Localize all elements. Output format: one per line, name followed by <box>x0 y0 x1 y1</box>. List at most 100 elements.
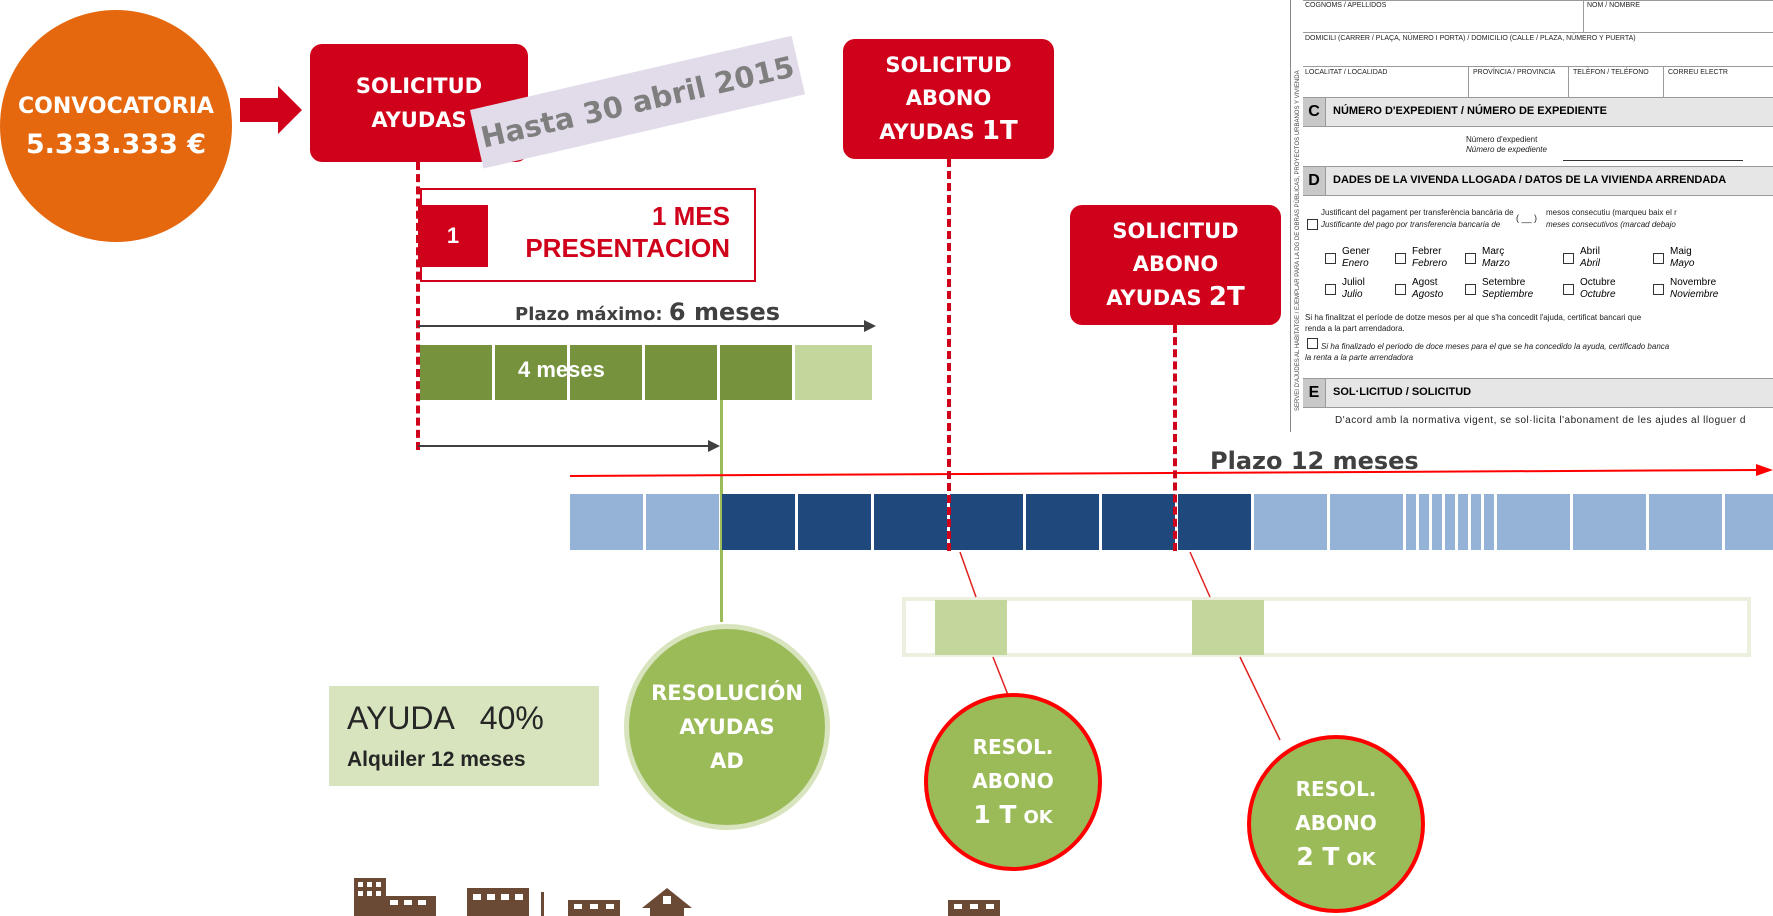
timeline-segment <box>798 494 871 550</box>
solicitud-abono-2t-box: SOLICITUD ABONO AYUDAS 2T <box>1070 205 1281 325</box>
solicitud-abono-2t-line3: AYUDAS <box>1106 286 1202 310</box>
form-finalizado-es-1: Si ha finalizado el periodo de doce mese… <box>1321 342 1670 351</box>
solicitud-abono-2t-line1: SOLICITUD <box>1112 219 1239 243</box>
timeline-segment <box>1649 494 1722 550</box>
resol-1t-line2: ABONO <box>972 768 1054 793</box>
arrow-to-solicitud <box>240 86 302 134</box>
form-section-d: D DADES DE LA VIVENDA LLOGADA / DATOS DE… <box>1303 166 1773 196</box>
ayuda-box: AYUDA 40% Alquiler 12 meses <box>329 686 599 786</box>
form-justificant-ca: Justificant del pagament per transferènc… <box>1321 208 1514 217</box>
house-icon <box>642 888 692 916</box>
resol-1t-line1: RESOL. <box>972 734 1054 759</box>
resolucion-line3: AD <box>710 749 744 773</box>
solicitud-2t-dashed-line <box>1173 325 1177 551</box>
convocatoria-title: CONVOCATORIA <box>18 94 214 119</box>
form-finalizado-es-2: la renta a la parte arrendadora <box>1305 353 1414 362</box>
month-segment <box>795 345 872 400</box>
form-expedient-es: Número de expediente <box>1466 145 1547 154</box>
mes-presentacion-line2: PRESENTACION <box>525 233 730 263</box>
plazo-12-arrow <box>570 464 1773 477</box>
form-finalitzat-ca-1: Si ha finalitzat el període de dotze mes… <box>1305 313 1642 322</box>
form-section-e-title: SOL·LICITUD / SOLICITUD <box>1333 386 1472 398</box>
solicitud-abono-1t-line3: AYUDAS <box>879 120 975 144</box>
timeline-segment-thin <box>1406 494 1416 550</box>
plazo-maximo-arrow <box>418 320 876 332</box>
six-month-bar <box>420 345 872 400</box>
form-checkbox-finalitzat <box>1307 335 1324 353</box>
abono-1t-block <box>935 600 1007 655</box>
timeline-bar <box>570 494 1773 550</box>
form-section-e: E SOL·LICITUD / SOLICITUD <box>1303 378 1773 408</box>
building-icon <box>948 900 1000 916</box>
solicitud-abono-1t-box: SOLICITUD ABONO AYUDAS 1T <box>843 39 1054 159</box>
resol-2t-line2: ABONO <box>1295 810 1377 835</box>
building-icon <box>467 888 529 916</box>
timeline-segment <box>1330 494 1403 550</box>
resolucion-line1: RESOLUCIÓN <box>651 681 803 705</box>
form-acord-text: D'acord amb la normativa vigent, se sol·… <box>1335 415 1746 426</box>
mes-presentacion-number-box: 1 <box>418 205 488 267</box>
building-icon <box>354 878 436 916</box>
plazo-maximo-text: Plazo máximo: <box>515 304 663 325</box>
resolucion-ayudas-circle: RESOLUCIÓN AYUDAS AD <box>624 624 830 830</box>
plazo-maximo-value: 6 meses <box>668 298 781 326</box>
timeline-segment <box>1178 494 1251 550</box>
timeline-segment <box>722 494 795 550</box>
timeline-segment <box>1497 494 1570 550</box>
resol-1t-line3: 1 T <box>973 799 1017 829</box>
solicitud-abono-1t-suffix: 1T <box>981 116 1018 146</box>
form-paren: ( __ ) <box>1516 213 1538 223</box>
timeline-segment <box>1026 494 1099 550</box>
ayuda-line2: Alquiler 12 meses <box>347 748 526 771</box>
solicitud-ayudas-line2: AYUDAS <box>371 108 467 132</box>
form-label-apellidos: COGNOMS / APELLIDOS <box>1305 2 1387 9</box>
form-label-domicilio: DOMICILI (CARRER / PLAÇA, NÚMERO I PORTA… <box>1305 35 1636 42</box>
form-snippet: SERVEI D'AJUDES AL HABITATGE / EJEMPLAR … <box>1290 0 1773 432</box>
form-section-c-title: NÚMERO D'EXPEDIENT / NÚMERO DE EXPEDIENT… <box>1333 105 1607 117</box>
timeline-segment-thin <box>1471 494 1481 550</box>
resol-2t-line1: RESOL. <box>1295 776 1377 801</box>
solicitud-abono-1t-line1: SOLICITUD <box>885 53 1012 77</box>
month-segment <box>495 345 567 400</box>
plazo-12-label: Plazo 12 meses <box>1210 447 1419 475</box>
timeline-segment-thin <box>1432 494 1442 550</box>
form-expedient-ca: Número d'expedient <box>1466 135 1538 144</box>
timeline-segment <box>1573 494 1646 550</box>
abono-frame <box>902 597 1751 657</box>
resol-1t-suffix: OK <box>1023 806 1053 828</box>
solicitud-abono-2t-line2: ABONO <box>1132 252 1219 276</box>
abono-2t-block <box>1192 600 1264 655</box>
resol-abono-2t-circle: RESOL. ABONO 2 T OK <box>1247 735 1425 913</box>
form-checkbox-justificant <box>1307 216 1324 234</box>
month-segment <box>420 345 492 400</box>
resol-abono-1t-circle: RESOL. ABONO 1 T OK <box>924 693 1102 871</box>
plazo-maximo-label: Plazo máximo: 6 meses <box>515 298 780 326</box>
form-mesos-es: meses consecutivos (marcad debajo <box>1546 220 1676 229</box>
resol-2t-suffix: OK <box>1346 848 1376 870</box>
timeline-segment-thin <box>1458 494 1468 550</box>
form-section-e-letter: E <box>1303 379 1326 407</box>
resolucion-connector <box>720 400 723 622</box>
building-icon <box>568 900 620 916</box>
solicitud-abono-2t-suffix: 2T <box>1208 282 1245 312</box>
form-section-d-title: DADES DE LA VIVENDA LLOGADA / DATOS DE L… <box>1333 174 1727 186</box>
form-label-provincia: PROVÍNCIA / PROVINCIA <box>1473 69 1556 76</box>
solicitud-1t-dashed-line <box>947 159 951 551</box>
timeline-segment-thin <box>1419 494 1429 550</box>
solicitud-ayudas-line1: SOLICITUD <box>355 74 483 98</box>
month-segment <box>720 345 792 400</box>
solicitud-dashed-line <box>416 162 420 450</box>
form-label-localidad: LOCALITAT / LOCALIDAD <box>1305 69 1388 76</box>
form-mesos-ca: mesos consecutiu (marqueu baix el r <box>1546 208 1677 217</box>
cuatro-meses-arrow <box>418 440 720 452</box>
timeline-segment <box>874 494 947 550</box>
ayuda-line1: AYUDA 40% <box>347 700 544 736</box>
